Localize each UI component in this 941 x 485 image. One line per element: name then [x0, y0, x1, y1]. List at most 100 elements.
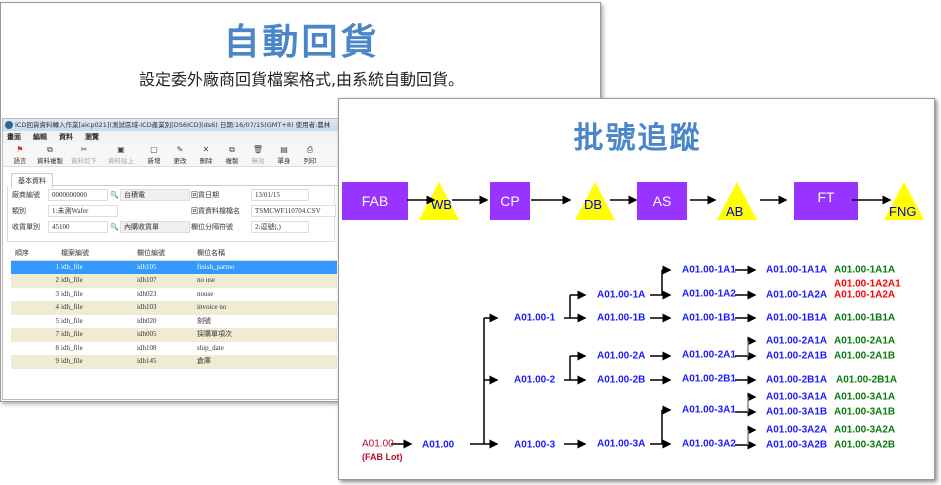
card-subtitle: 設定委外廠商回貨檔案格式,由系統自動回貨。 — [138, 70, 465, 89]
date-label: 回貨日期 — [191, 191, 219, 199]
print-button[interactable]: ⎙列印 — [297, 143, 323, 166]
menu-browse[interactable]: 瀏覽 — [85, 133, 99, 141]
process-ft: FT — [794, 182, 858, 220]
lot-node: A01.00-3 — [514, 439, 556, 451]
separator-select[interactable]: 2:逗號(,) — [251, 221, 309, 233]
search-icon[interactable]: 🔍 — [110, 223, 119, 231]
trash-icon: 🗑 — [252, 145, 264, 154]
file-field[interactable]: TSMCWF110704.CSV — [251, 205, 336, 217]
delete-icon: ✕ — [202, 145, 210, 154]
lot-node: A01.00-3A2A — [834, 424, 896, 436]
table-cell: idh_file — [61, 330, 83, 338]
process-as: AS — [637, 182, 687, 220]
new-button[interactable]: ▢新增 — [141, 143, 167, 166]
paste-data-button[interactable]: ▣資料貼上 — [101, 143, 141, 166]
menu-edit[interactable]: 編輯 — [33, 133, 47, 141]
table-cell: 5 — [55, 316, 60, 325]
lot-node: A01.00-1A1A — [834, 264, 896, 276]
label-db: DB — [584, 197, 603, 212]
search-icon[interactable]: 🔍 — [110, 191, 119, 199]
process-cp: CP — [490, 182, 530, 220]
table-cell: idh_file — [61, 357, 83, 365]
basic-data-form: 廠商編號 0000000000 🔍 台積電 回貨日期 13/01/15 類別 1… — [7, 186, 336, 242]
lot-node: A01.00-1A1A — [766, 264, 828, 276]
triangle-db — [575, 182, 615, 220]
lot-node: A01.00-3A2B — [834, 439, 896, 451]
table-cell: invoice no — [197, 303, 227, 311]
table-header: 順序檔案編號欄位編號欄位名稱 — [11, 247, 337, 261]
process-fab: FAB — [342, 182, 408, 220]
triangle-wb — [419, 182, 459, 220]
app-icon — [5, 121, 13, 129]
lot-node: A01.00-1A1 — [682, 264, 736, 276]
label-fng: FNG — [889, 204, 917, 219]
invalid-button[interactable]: 🗑無效 — [245, 143, 271, 166]
print-icon: ⎙ — [306, 145, 314, 154]
paste-icon: ▣ — [117, 145, 125, 154]
lot-node: A01.00-3A2B — [766, 439, 828, 451]
lot-node: A01.00-3A1A — [766, 391, 828, 403]
toolbar: ⚑語言 ⧉資料複製 ✂資料剪下 ▣資料貼上 ▢新增 ✎更改 ✕刪除 ⧉複製 🗑無… — [3, 143, 339, 167]
lot-node: A01.00-1A2A — [766, 289, 828, 301]
table-cell: ship_date — [197, 343, 224, 352]
pencil-icon: ✎ — [176, 145, 184, 154]
lot-node: A01.00-2A1A — [766, 335, 828, 347]
table-cell: idh005 — [137, 330, 157, 338]
lot-node: A01.00-2A1B — [834, 350, 896, 362]
file-label: 回貨資料檔檔名 — [191, 207, 240, 215]
table-cell: finish_partno — [197, 262, 235, 271]
table-cell: idh145 — [137, 357, 157, 365]
table-cell: idh_file — [61, 276, 83, 284]
date-field[interactable]: 13/01/15 — [251, 189, 309, 201]
table-cell: 採購單項次 — [197, 330, 232, 338]
lot-tracking-card: 批號追蹤 FAB WB CP DB AS AB FT FNG — [338, 98, 935, 480]
cut-data-button[interactable]: ✂資料剪下 — [67, 143, 101, 166]
table-cell: idh_file — [61, 343, 83, 352]
lot-node: A01.00-2B — [597, 374, 646, 386]
receipt-name: 內購收貨單 — [120, 221, 190, 233]
table-cell: 8 — [55, 343, 60, 352]
flag-icon: ⚑ — [16, 145, 24, 154]
type-select[interactable]: 1:未測Wafer — [48, 205, 118, 217]
lot-node: A01.00-2A1B — [766, 350, 828, 362]
detail-icon: ▤ — [280, 145, 288, 154]
table-cell: idh020 — [137, 316, 157, 325]
table-cell: 2 — [55, 276, 60, 284]
lot-node: A01.00-1A2 — [682, 288, 736, 300]
lot-node: A01.00-2B1A — [836, 374, 898, 386]
table-cell: idh105 — [137, 262, 157, 271]
duplicate-button[interactable]: ⧉複製 — [219, 143, 245, 166]
menu-screen[interactable]: 畫面 — [7, 133, 21, 141]
receipt-field[interactable]: 45100 — [48, 221, 108, 233]
table-cell: 倉庫 — [197, 357, 211, 365]
window-titlebar: ICD回貨資料轉入作業[aicp021](測試區域-ICD產業別[DS6ICD]… — [3, 119, 339, 131]
triangle-ab — [717, 182, 757, 220]
copy-data-button[interactable]: ⧉資料複製 — [33, 143, 67, 166]
detail-button[interactable]: ▤單身 — [271, 143, 297, 166]
lot-node: A01.00-3A1B — [766, 406, 828, 418]
table-cell: idh103 — [137, 303, 157, 311]
label-ab: AB — [726, 204, 744, 219]
edit-button[interactable]: ✎更改 — [167, 143, 193, 166]
table-cell: idh107 — [137, 276, 157, 284]
duplicate-icon: ⧉ — [229, 145, 235, 154]
tab-basic-data[interactable]: 基本資料 — [11, 173, 53, 188]
vendor-field[interactable]: 0000000000 — [48, 189, 108, 201]
lot-node: A01.00-3A2A — [766, 424, 828, 436]
card-title: 批號追蹤 — [573, 121, 702, 156]
lot-node: A01.00-3A1 — [682, 404, 736, 416]
language-button[interactable]: ⚑語言 — [7, 143, 33, 166]
menu-data[interactable]: 資料 — [59, 133, 73, 141]
delete-button[interactable]: ✕刪除 — [193, 143, 219, 166]
table-cell: 3 — [55, 289, 60, 298]
